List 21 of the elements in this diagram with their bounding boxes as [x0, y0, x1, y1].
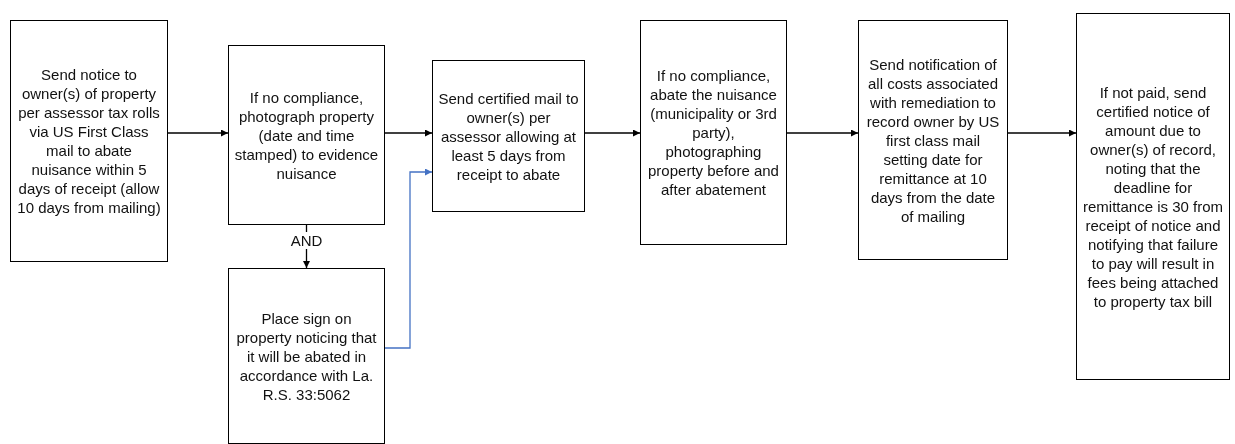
arrow [584, 129, 641, 137]
process-box [432, 60, 585, 212]
step-text: Send notification of all costs associated with remediation to record owner by US first class mail setting date for remittance at 10 days from the date of mailing [865, 54, 1001, 226]
arrow [786, 129, 859, 137]
process-box [640, 20, 787, 245]
step-text: Place sign on property noticing that it will be abated in accordance with La. R.S. 33:5062 [235, 308, 378, 404]
process-box [10, 20, 168, 262]
step-text: Send certified mail to owner(s) per assessor allowing at least 5 days from receipt to abate [437, 88, 580, 184]
process-box [858, 20, 1008, 260]
arrow [384, 129, 433, 137]
step-text: If not paid, send certified notice of amount due to owner(s) of record, noting that the deadline for remittance is 30 from receipt of notice and notifying that failure to pay will result in fees being attached to property tax bill [1081, 82, 1224, 311]
process-box [1076, 13, 1230, 380]
arrow [1007, 129, 1077, 137]
edge-label: AND [288, 232, 325, 249]
arrow [167, 129, 229, 137]
step-text: Send notice to owner(s) of property per assessor tax rolls via US First Class mail to abate nuisance within 5 days of receipt (allow 10 days from mailing) [16, 65, 162, 217]
step-text: If no compliance, photograph property (date and time stamped) to evidence nuisance [233, 87, 380, 183]
arrow [384, 168, 433, 349]
process-box [228, 45, 385, 225]
step-text: If no compliance, abate the nuisance (municipality or 3rd party), photographing property before and after abatement [647, 66, 780, 199]
process-box [228, 268, 385, 444]
